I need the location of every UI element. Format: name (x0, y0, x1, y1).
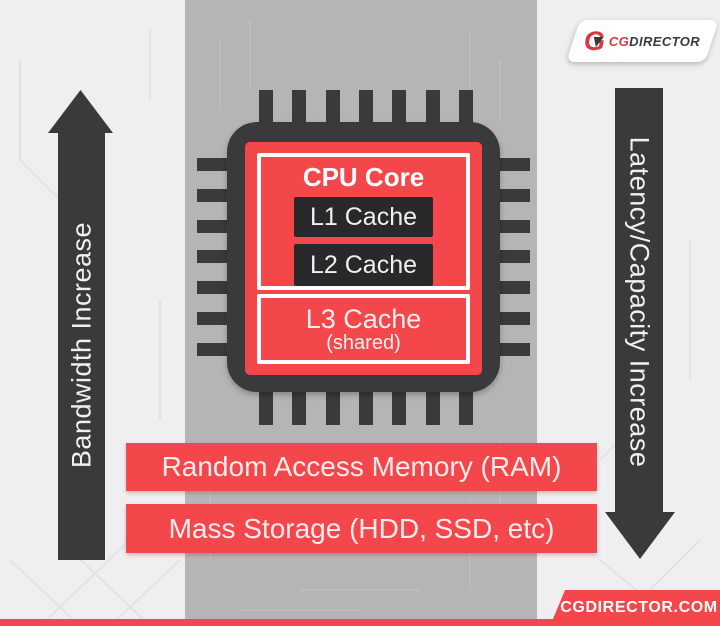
l1-cache-box: L1 Cache (294, 197, 433, 237)
bottom-red-strip (0, 619, 720, 626)
cpu-die-panel: CPU Core L1 Cache L2 Cache L3 Cache (sha… (245, 142, 482, 375)
chip-pins-top (259, 90, 473, 130)
chip-pin (425, 385, 440, 425)
cpu-chip: CPU Core L1 Cache L2 Cache L3 Cache (sha… (227, 122, 500, 392)
chip-pin (490, 342, 530, 356)
l3-shared-label: (shared) (326, 331, 401, 354)
l3-cache-label: L3 Cache (305, 303, 422, 334)
cgdirector-logo-text: CGDIRECTOR (609, 33, 701, 49)
chip-pin (292, 90, 307, 130)
chip-pin (325, 385, 340, 425)
cpu-core-title: CPU Core (302, 162, 425, 192)
ram-bar: Random Access Memory (RAM) (126, 443, 597, 491)
chip-pin (490, 250, 530, 264)
l3-cache-box: L3 Cache (shared) (257, 294, 470, 364)
chip-pin (490, 281, 530, 295)
bandwidth-arrow-shaft: Bandwidth Increase (58, 130, 105, 560)
chip-pin (259, 385, 273, 425)
chip-pin (392, 385, 407, 425)
chip-pin (458, 90, 473, 130)
cpu-core-box: CPU Core L1 Cache L2 Cache (257, 153, 470, 290)
bandwidth-increase-label: Bandwidth Increase (66, 221, 96, 469)
latency-arrow-shaft: Latency/Capacity Increase (615, 88, 663, 515)
chip-pin (392, 90, 407, 130)
chip-pin (490, 188, 530, 202)
chip-pin (325, 90, 340, 130)
chip-pins-right (490, 158, 530, 356)
chip-pin (358, 90, 373, 130)
chip-pin (292, 385, 307, 425)
chip-pin (490, 219, 530, 233)
chip-pin (425, 90, 440, 130)
chip-pin (358, 385, 373, 425)
cgdirector-logo-inner: G CGDIRECTOR (584, 26, 701, 56)
site-url-text: CGDIRECTOR.COM (560, 599, 718, 616)
chip-pin (458, 385, 473, 425)
chip-pin (490, 312, 530, 326)
site-url-banner: CGDIRECTOR.COM (550, 590, 720, 626)
mass-storage-bar: Mass Storage (HDD, SSD, etc) (126, 504, 597, 553)
l2-cache-box: L2 Cache (294, 244, 433, 286)
cgdirector-logo: G CGDIRECTOR (566, 20, 719, 62)
chip-pins-bottom (259, 385, 473, 425)
cgdirector-g-icon: G (584, 26, 605, 56)
chip-pin (259, 90, 273, 130)
chip-pin (490, 158, 530, 171)
latency-capacity-increase-label: Latency/Capacity Increase (624, 136, 655, 467)
